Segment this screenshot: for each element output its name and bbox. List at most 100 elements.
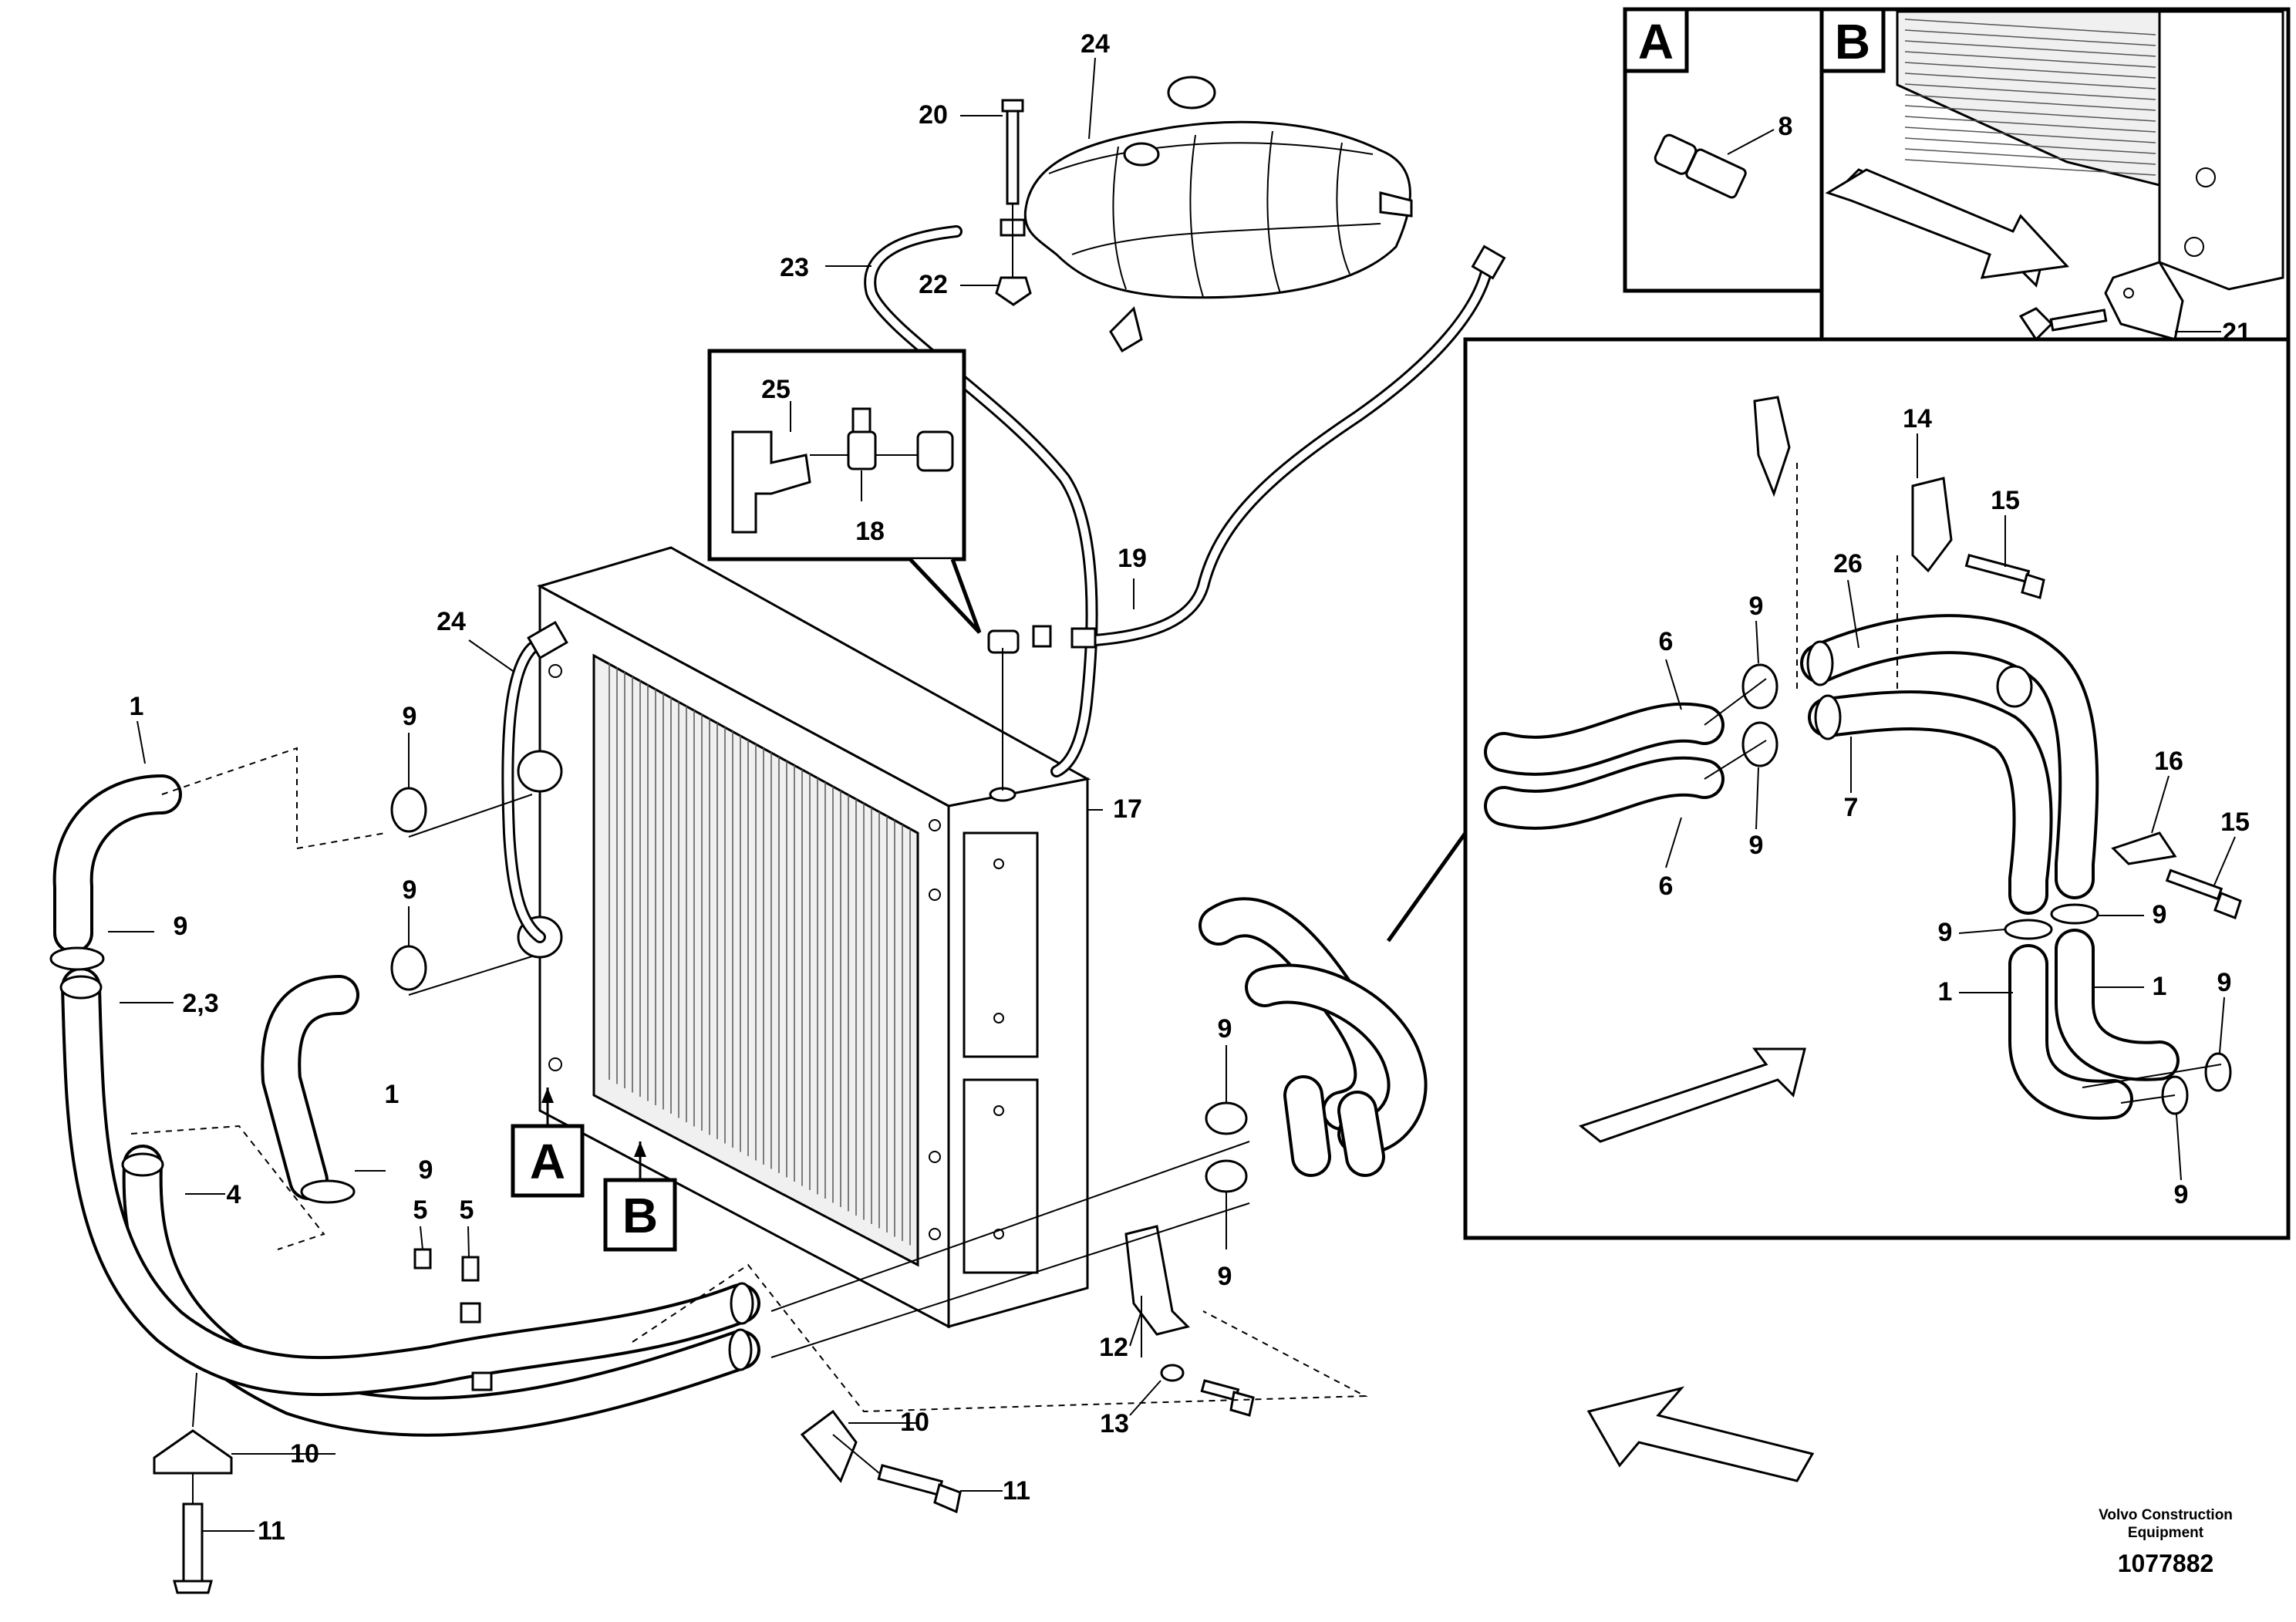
- callout-leaders: [108, 57, 1227, 1532]
- view-box-b-main: B: [603, 1141, 677, 1252]
- callout-9: 9: [1749, 592, 1764, 621]
- callout-16: 16: [2154, 747, 2183, 776]
- hoses-6: [1484, 702, 1725, 830]
- inset-b-radiator-fins: [1904, 19, 2156, 176]
- callout-11: 11: [258, 1516, 285, 1546]
- fin-line: [1904, 94, 2156, 111]
- callout-1: 1: [385, 1080, 400, 1109]
- bolt-15-upper: [1964, 554, 2045, 599]
- hose-19: [987, 244, 1506, 654]
- callout-9: 9: [1938, 918, 1953, 947]
- callout-18: 18: [855, 517, 885, 546]
- bracket-14: [1911, 477, 1953, 573]
- callout-9: 9: [419, 1155, 433, 1185]
- support-10-left: [153, 1429, 233, 1594]
- hose-1-middle: [261, 975, 359, 1200]
- callout-9: 9: [174, 912, 188, 941]
- fin-line: [1904, 62, 2156, 79]
- callout-9: 9: [1218, 1014, 1232, 1044]
- fin-line: [1904, 40, 2156, 57]
- fin-line: [1904, 148, 2156, 165]
- callout-1: 1: [2153, 972, 2167, 1001]
- bracket-12: [1124, 1225, 1255, 1417]
- radiator: [517, 546, 1091, 1329]
- callout-6: 6: [1659, 872, 1674, 901]
- fin-line: [1904, 126, 2156, 143]
- inset-letter-b: B: [1835, 14, 1870, 69]
- fin-line: [1904, 105, 2156, 122]
- support-10-right: [800, 1409, 962, 1514]
- view-letter-a: A: [530, 1134, 565, 1189]
- callout-5: 5: [413, 1195, 428, 1225]
- detail-box-25-18: [707, 349, 982, 634]
- callout-10: 10: [290, 1439, 319, 1469]
- inset-view-b: [1819, 7, 2291, 379]
- callout-23: 23: [780, 253, 809, 282]
- company-name-line2: Equipment: [2128, 1525, 2204, 1541]
- callout-9: 9: [403, 875, 417, 905]
- radiator-side-plate-upper: [963, 831, 1039, 1058]
- pipes-26-7: [1800, 614, 2099, 915]
- bolt-20: [1001, 99, 1024, 205]
- callout-25: 25: [761, 375, 791, 404]
- callout-8: 8: [1778, 112, 1793, 141]
- hoses-1-inset: [2008, 929, 2180, 1120]
- company-name-line1: Volvo Construction: [2099, 1507, 2233, 1523]
- callout-9: 9: [2174, 1180, 2189, 1209]
- radiator-side-plate-lower: [963, 1078, 1039, 1274]
- fin-line: [1904, 51, 2156, 68]
- hose-clamps-left: [49, 787, 1248, 1204]
- bypass-hose: [501, 620, 568, 943]
- callout-6: 6: [1659, 627, 1674, 656]
- hose-1-upper-left: [52, 774, 182, 953]
- callout-5: 5: [460, 1195, 474, 1225]
- nut-22: [995, 276, 1032, 306]
- callout-14: 14: [1903, 404, 1932, 433]
- callout-7: 7: [1844, 793, 1859, 822]
- inset-letter-a: A: [1638, 14, 1674, 69]
- pipe-2-3: [59, 967, 760, 1397]
- screw-21: [2018, 307, 2108, 342]
- expansion-tank-cap: [1167, 76, 1216, 110]
- radiator-inlet-upper: [517, 750, 563, 793]
- view-letter-b: B: [622, 1188, 658, 1243]
- callout-2-3: 2,3: [182, 989, 218, 1018]
- fin-line: [1904, 137, 2156, 154]
- radiator-core-fins: [609, 663, 911, 1246]
- callout-24: 24: [437, 607, 466, 636]
- fin-line: [1904, 19, 2156, 35]
- callout-9: 9: [1218, 1262, 1232, 1291]
- callout-11: 11: [1003, 1476, 1030, 1506]
- clip-upper: [1753, 396, 1791, 497]
- callout-17: 17: [1113, 794, 1142, 824]
- airflow-arrow-inset: [1578, 1047, 1806, 1143]
- callout-24: 24: [1081, 29, 1110, 59]
- fin-line: [1904, 159, 2156, 176]
- callout-9: 9: [2217, 968, 2232, 997]
- callout-15: 15: [1991, 486, 2020, 515]
- bleed-nipple-5: [413, 1248, 493, 1391]
- drawing-footer: Volvo Construction Equipment 1077882: [2099, 1507, 2233, 1577]
- pipe-4: [121, 1145, 760, 1437]
- callout-21: 21: [2222, 318, 2251, 347]
- inset-callout-leaders: [1665, 433, 2236, 1181]
- drawing-number: 1077882: [2118, 1549, 2214, 1577]
- callout-22: 22: [919, 270, 948, 299]
- expansion-tank: [1000, 76, 1413, 353]
- callout-4: 4: [227, 1180, 241, 1209]
- hoses-behind-radiator: [1199, 897, 1428, 1177]
- callout-9: 9: [2153, 900, 2167, 929]
- view-box-a-main: A: [511, 1088, 585, 1198]
- fin-line: [1904, 116, 2156, 133]
- bracket-16: [2111, 831, 2177, 865]
- callout-1: 1: [130, 692, 144, 721]
- bolt-15-lower: [2165, 868, 2242, 919]
- callout-numbers: 1 9 2,3 4 9 9 1 9 5 5 24 17 9 9 10 10 11…: [130, 29, 2251, 1546]
- callout-9: 9: [1749, 831, 1764, 860]
- hose-23: [864, 225, 1098, 777]
- fin-line: [1904, 29, 2156, 46]
- inset-hose-detail: [1386, 337, 2291, 1240]
- callout-12: 12: [1099, 1333, 1128, 1362]
- callout-1: 1: [1938, 977, 1953, 1007]
